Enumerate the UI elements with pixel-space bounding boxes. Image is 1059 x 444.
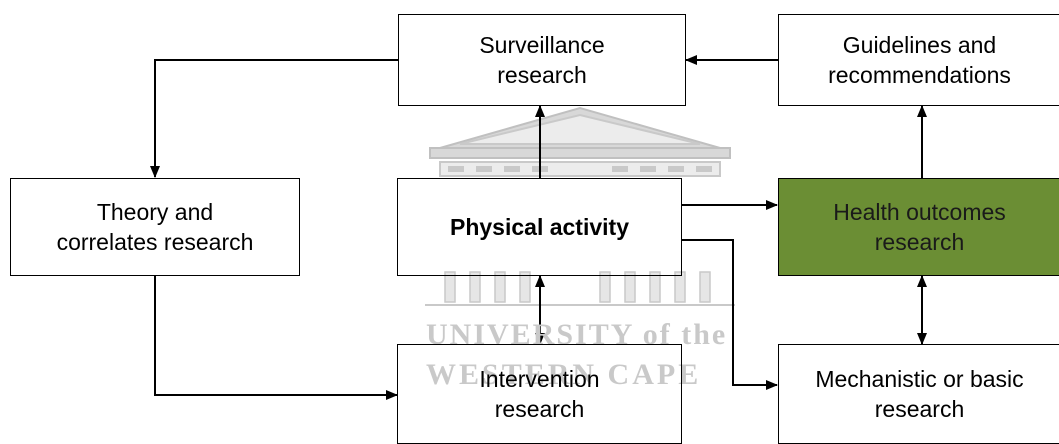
node-label: Intervention research xyxy=(479,366,600,422)
node-surveillance-research: Surveillance research xyxy=(398,14,686,106)
node-label: Guidelines and recommendations xyxy=(828,32,1011,88)
node-label: Mechanistic or basic research xyxy=(815,366,1024,422)
watermark-text-university: UNIVERSITY of the xyxy=(426,318,728,351)
arrow-theory-to-intervention xyxy=(154,276,398,400)
node-label: Surveillance research xyxy=(479,32,605,88)
node-intervention-research: Intervention research xyxy=(397,344,682,444)
arrow-physical-to-mechanistic xyxy=(682,239,778,390)
node-mechanistic-basic-research: Mechanistic or basic research xyxy=(778,344,1059,444)
node-label: Theory and correlates research xyxy=(56,199,254,255)
node-theory-correlates-research: Theory and correlates research xyxy=(10,178,300,276)
arrow-surveillance-to-theory xyxy=(150,59,398,178)
node-label: Physical activity xyxy=(450,214,629,240)
node-label: Health outcomes research xyxy=(833,199,1006,255)
node-guidelines-recommendations: Guidelines and recommendations xyxy=(778,14,1059,106)
watermark-text-western-cape: WESTERN CAPE xyxy=(426,358,702,391)
node-health-outcomes-research: Health outcomes research xyxy=(778,178,1059,276)
university-building-watermark xyxy=(425,106,735,306)
node-physical-activity: Physical activity xyxy=(397,178,682,276)
